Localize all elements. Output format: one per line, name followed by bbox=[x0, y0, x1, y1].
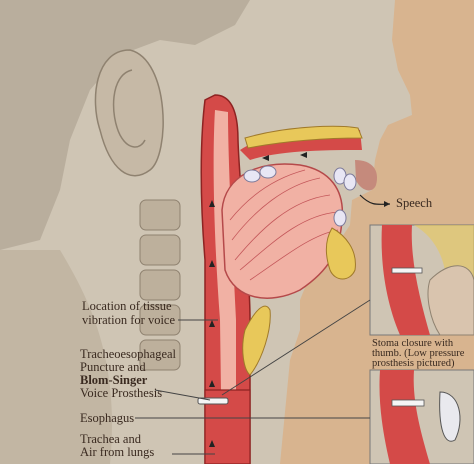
trachea-label-2: Air from lungs bbox=[80, 446, 154, 459]
inset-stoma-closure bbox=[370, 225, 474, 335]
tissue-vibration-label-1: Location of tissue bbox=[82, 300, 172, 313]
puncture-label-4: Voice Prosthesis bbox=[80, 387, 162, 400]
tissue-vibration-label-2: vibration for voice bbox=[82, 314, 175, 327]
tongue bbox=[222, 164, 342, 298]
jaw-bone bbox=[326, 228, 355, 279]
esophagus-label: Esophagus bbox=[80, 412, 134, 425]
inset-prosthesis-detail bbox=[370, 370, 474, 464]
spine bbox=[140, 200, 180, 370]
stoma-label-3: prosthesis pictured) bbox=[372, 358, 455, 369]
speech-label: Speech bbox=[396, 197, 432, 210]
